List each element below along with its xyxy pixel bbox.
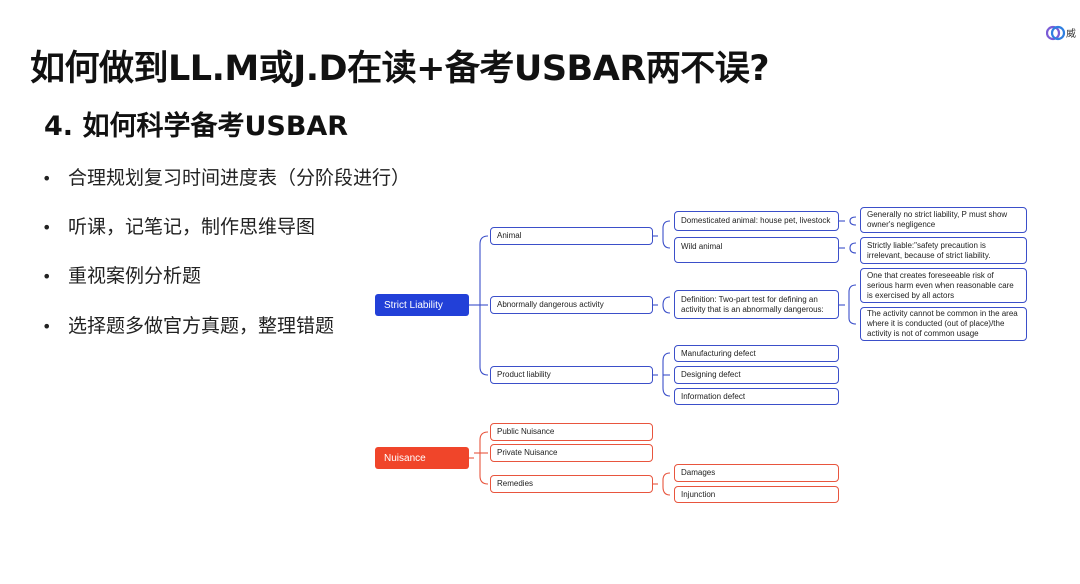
bullet-dot: • [42, 218, 52, 237]
bullet-dot: • [42, 317, 52, 336]
node-domesticated-animal: Domesticated animal: house pet, livestoc… [674, 211, 839, 231]
bullet-text: 重视案例分析题 [68, 265, 202, 287]
bullet-item: • 听课，记笔记，制作思维导图 [42, 212, 315, 239]
logo-icon [1046, 25, 1066, 41]
node-information-defect: Information defect [674, 388, 839, 405]
bullet-dot: • [42, 169, 52, 188]
node-abnormally-dangerous: Abnormally dangerous activity [490, 296, 653, 314]
node-manufacturing-defect: Manufacturing defect [674, 345, 839, 362]
bullet-text: 合理规划复习时间进度表（分阶段进行） [68, 167, 411, 189]
node-test-two: The activity cannot be common in the are… [860, 307, 1027, 341]
node-public-nuisance: Public Nuisance [490, 423, 653, 441]
node-test-one: One that creates foreseeable risk of ser… [860, 268, 1027, 303]
bullet-item: • 合理规划复习时间进度表（分阶段进行） [42, 163, 410, 190]
bullet-text: 选择题多做官方真题，整理错题 [68, 315, 335, 337]
node-definition: Definition: Two-part test for defining a… [674, 290, 839, 319]
logo-text: 威 [1066, 29, 1076, 40]
bullet-item: • 重视案例分析题 [42, 261, 201, 288]
node-designing-defect: Designing defect [674, 366, 839, 384]
node-remedies: Remedies [490, 475, 653, 493]
node-injunction: Injunction [674, 486, 839, 503]
bullet-text: 听课，记笔记，制作思维导图 [68, 216, 316, 238]
node-animal: Animal [490, 227, 653, 245]
slide-title: 如何做到LL.M或J.D在读+备考USBAR两不误? [30, 49, 770, 89]
section-heading: 4. 如何科学备考USBAR [44, 111, 349, 142]
mindmap-root-nuisance: Nuisance [375, 447, 469, 469]
node-domestic-note: Generally no strict liability, P must sh… [860, 207, 1027, 233]
node-wild-note: Strictly liable:"safety precaution is ir… [860, 237, 1027, 264]
bullet-dot: • [42, 267, 52, 286]
mindmap-root-strict-liability: Strict Liability [375, 294, 469, 316]
node-damages: Damages [674, 464, 839, 482]
node-product-liability: Product liability [490, 366, 653, 384]
node-private-nuisance: Private Nuisance [490, 444, 653, 462]
brand-logo: 威 [1046, 24, 1080, 44]
node-wild-animal: Wild animal [674, 237, 839, 263]
bullet-item: • 选择题多做官方真题，整理错题 [42, 311, 334, 338]
